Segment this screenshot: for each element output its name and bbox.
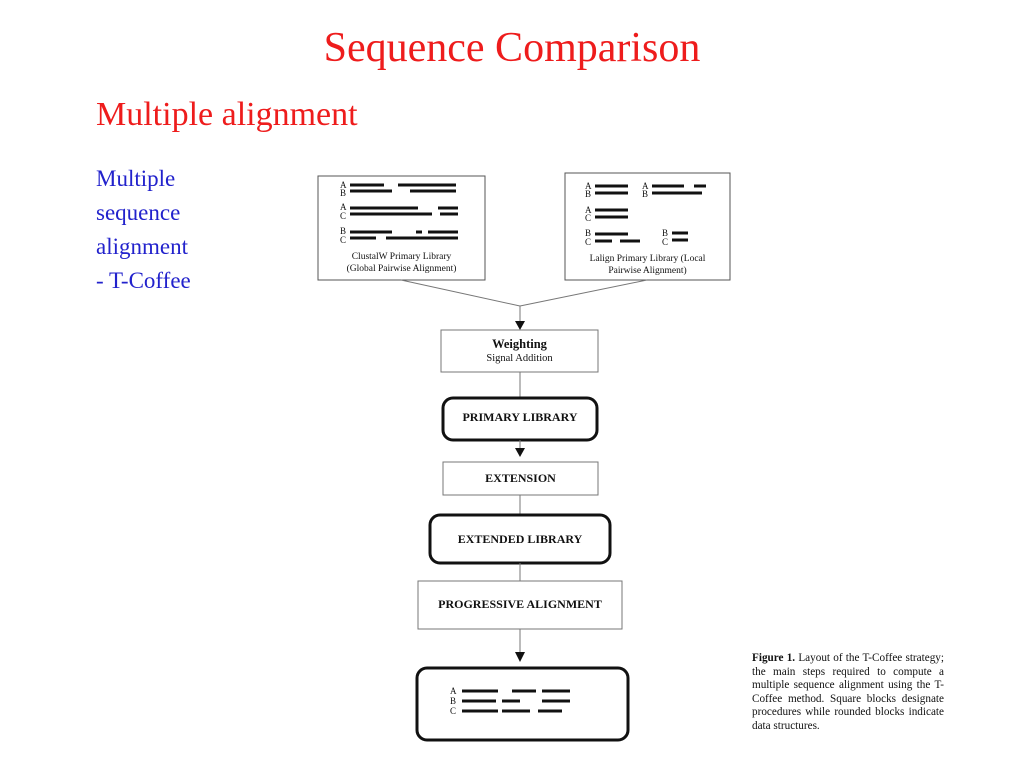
seq-label-c: C xyxy=(585,237,591,247)
clustalw-library-label: ClustalW Primary Library (Global Pairwis… xyxy=(318,251,485,275)
extended-library-label: EXTENDED LIBRARY xyxy=(457,532,583,546)
seq-label-b: B xyxy=(450,696,456,706)
weighting-label: Weighting Signal Addition xyxy=(441,337,598,365)
lalign-alignment-marks xyxy=(595,184,706,243)
clustalw-library-box xyxy=(317,175,486,281)
primary-library-label: PRIMARY LIBRARY xyxy=(462,410,578,424)
seq-label-a: A xyxy=(340,180,347,190)
arrow-head-3 xyxy=(515,652,525,662)
clustalw-label-line2: (Global Pairwise Alignment) xyxy=(346,264,457,274)
seq-label-b: B xyxy=(642,189,648,199)
seq-label-b: B xyxy=(340,188,346,198)
final-alignment-box xyxy=(415,666,630,742)
weighting-sub: Signal Addition xyxy=(486,353,553,364)
extension-box xyxy=(442,461,599,496)
seq-label-a: A xyxy=(450,686,457,696)
seq-label-c: C xyxy=(340,235,346,245)
extension-label: EXTENSION xyxy=(485,471,556,485)
seq-label-a: A xyxy=(340,202,347,212)
seq-label-a: A xyxy=(585,181,592,191)
seq-label-a: A xyxy=(585,205,592,215)
lalign-label-line1: Lalign Primary Library (Local xyxy=(589,254,706,264)
seq-label-b: B xyxy=(662,228,668,238)
seq-label-c: C xyxy=(450,706,456,716)
weighting-box xyxy=(440,329,599,373)
lalign-library-label: Lalign Primary Library (Local Pairwise A… xyxy=(565,253,730,277)
arrow-head-2 xyxy=(515,448,525,457)
slide-title: Sequence Comparison xyxy=(323,25,701,71)
seq-label-c: C xyxy=(662,237,668,247)
clustalw-alignment-marks xyxy=(350,183,458,240)
slide-subtitle: Multiple alignment xyxy=(96,96,358,133)
progressive-alignment-label: PROGRESSIVE ALIGNMENT xyxy=(438,597,602,611)
seq-label-b: B xyxy=(585,189,591,199)
seq-label-c: C xyxy=(585,213,591,223)
caption-label: Figure 1. xyxy=(752,652,796,664)
final-alignment-marks xyxy=(462,689,570,713)
weighting-title: Weighting xyxy=(492,337,547,351)
lalign-label-line2: Pairwise Alignment) xyxy=(608,266,687,276)
arrow-head-1 xyxy=(515,321,525,330)
seq-label-b: B xyxy=(340,226,346,236)
lalign-library-box xyxy=(564,172,731,281)
figure-caption: Figure 1. Layout of the T-Coffee strateg… xyxy=(752,652,944,734)
seq-label-b: B xyxy=(585,228,591,238)
seq-label-c: C xyxy=(340,211,346,221)
clustalw-label-line1: ClustalW Primary Library xyxy=(351,252,452,262)
caption-text: Layout of the T-Coffee strategy; the mai… xyxy=(752,652,944,732)
merge-connectors xyxy=(400,279,648,322)
bullet-text: Multiple sequence alignment - T-Coffee xyxy=(96,166,191,293)
progressive-alignment-box xyxy=(417,580,623,630)
seq-label-a: A xyxy=(642,181,649,191)
